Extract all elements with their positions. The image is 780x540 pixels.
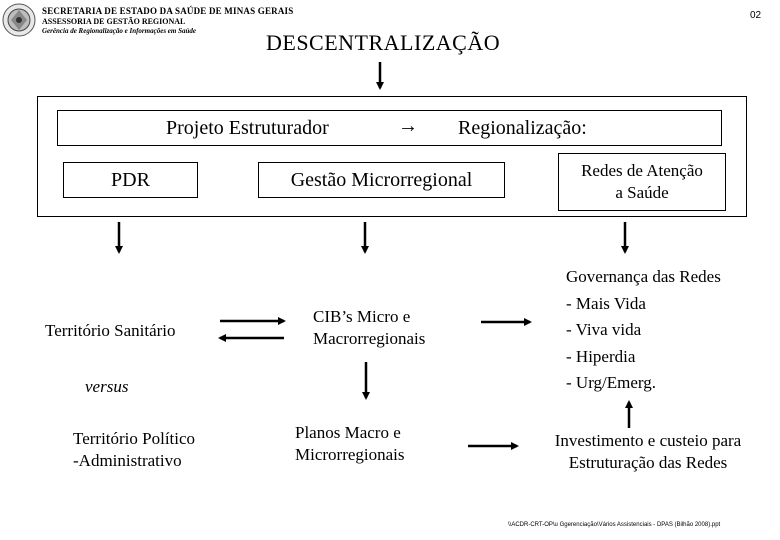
governanca-item: - Viva vida	[566, 320, 642, 339]
versus-label: versus	[85, 377, 129, 396]
investimento-line1: Investimento e custeio para	[554, 431, 742, 450]
territorio-politico-line2: -Administrativo	[73, 451, 182, 470]
redes-box: Redes de Atenção a Saúde	[558, 153, 726, 211]
pdr-box: PDR	[63, 162, 198, 198]
org-name: SECRETARIA DE ESTADO DA SAÚDE DE MINAS G…	[42, 6, 294, 16]
governanca-item: - Hiperdia	[566, 346, 636, 366]
gestao-label: Gestão Microrregional	[290, 168, 473, 191]
department-name: ASSESSORIA DE GESTÃO REGIONAL	[42, 17, 186, 26]
project-box: Projeto Estruturador → Regionalização:	[57, 110, 722, 146]
territorio-politico-label: Território Político -Administrativo	[73, 428, 195, 472]
planos-line2: Microrregionais	[295, 445, 405, 464]
unit-name: Gerência de Regionalização e Informações…	[42, 27, 196, 35]
pdr-label: PDR	[111, 168, 150, 191]
gestao-box: Gestão Microrregional	[258, 162, 505, 198]
governanca-title: Governança das Redes	[566, 267, 721, 286]
territorio-politico-line1: Território Político	[73, 429, 196, 448]
file-path-footer: \\ACDR-CRT-OP\u Ggerenciação\Vários Assi…	[508, 522, 721, 528]
redes-label-line1: Redes de Atenção	[581, 161, 703, 180]
cib-label: CIB’s Micro e Macrorregionais	[313, 306, 425, 350]
governanca-item: - Mais Vida	[566, 293, 646, 313]
governanca-list: Governança das Redes - Mais Vida - Viva …	[566, 264, 721, 397]
project-right-label: Regionalização:	[458, 117, 587, 139]
planos-label: Planos Macro e Microrregionais	[295, 422, 405, 466]
territorio-sanitario-label: Território Sanitário	[45, 321, 176, 340]
diagram-title: DESCENTRALIZAÇÃO	[266, 30, 501, 55]
cib-line1: CIB’s Micro e	[313, 307, 411, 326]
coat-of-arms-icon	[2, 2, 36, 38]
cib-line2: Macrorregionais	[313, 329, 426, 348]
governanca-item: - Urg/Emerg.	[566, 373, 657, 392]
page-number: 02	[750, 10, 762, 21]
project-left-label: Projeto Estruturador	[166, 117, 329, 139]
right-arrow-icon: →	[398, 115, 418, 137]
redes-label-line2: a Saúde	[615, 183, 669, 202]
planos-line1: Planos Macro e	[295, 423, 401, 442]
investimento-label: Investimento e custeio para Estruturação…	[532, 430, 764, 474]
investimento-line2: Estruturação das Redes	[568, 453, 728, 472]
